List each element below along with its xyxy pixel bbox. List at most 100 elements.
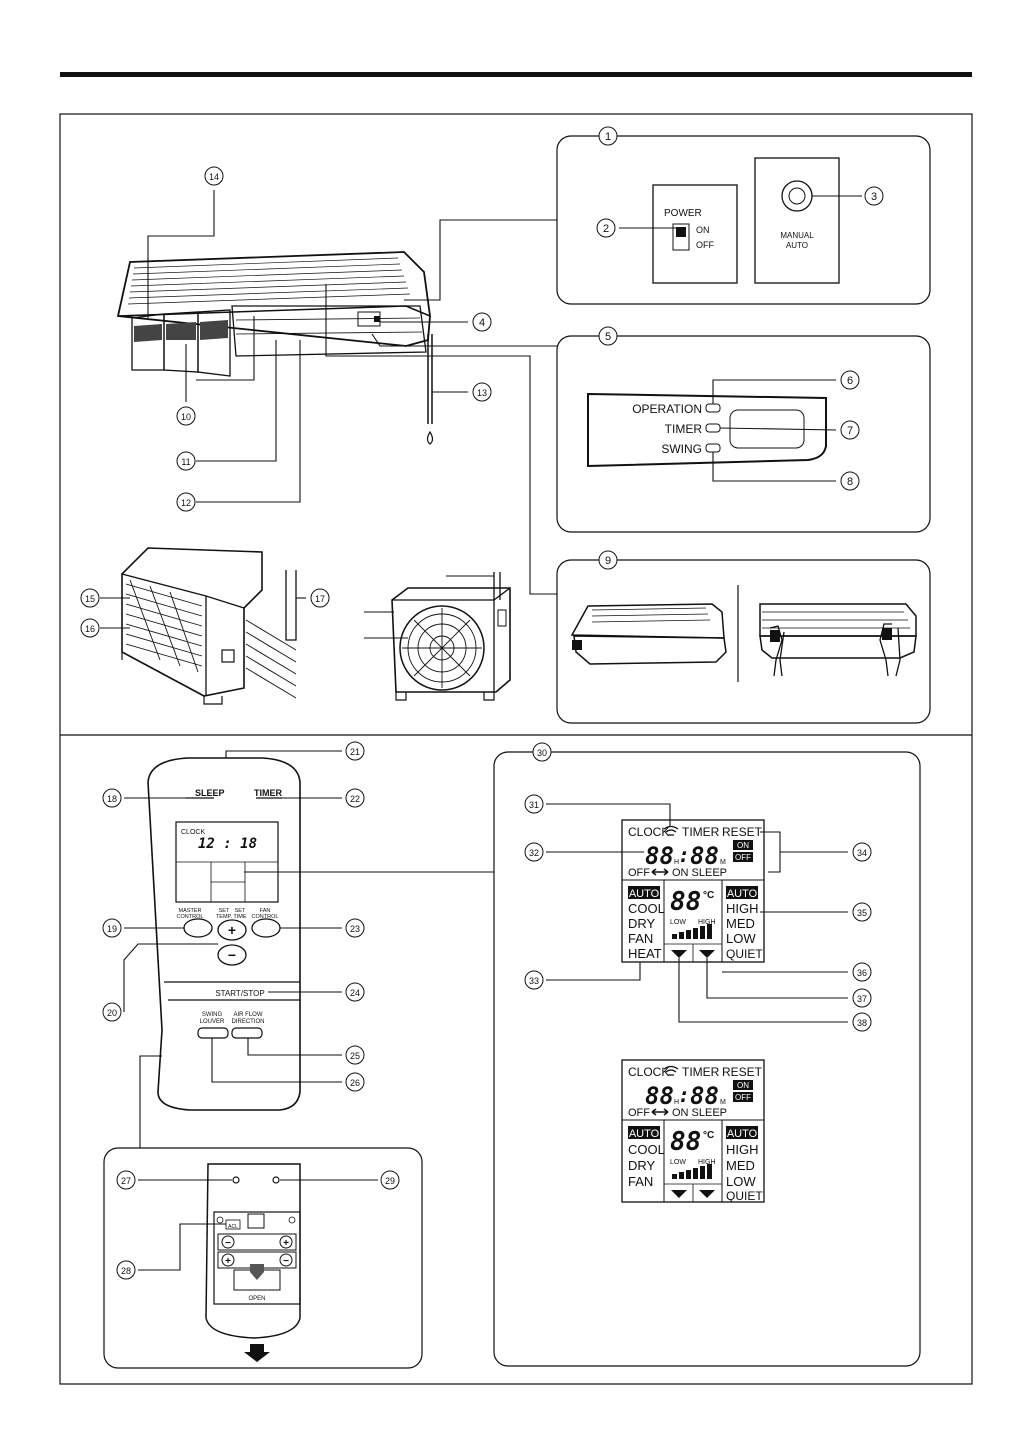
svg-text:CLOCK: CLOCK — [628, 1065, 669, 1079]
callout-24: 24 — [345, 982, 365, 1002]
svg-text:9: 9 — [605, 555, 611, 567]
callout-31: 31 — [524, 794, 544, 814]
svg-text:AUTO: AUTO — [629, 1128, 660, 1140]
svg-text:+: + — [283, 1238, 289, 1249]
svg-text:COOL: COOL — [628, 901, 665, 916]
svg-text:RESET: RESET — [722, 825, 763, 839]
svg-text:MED: MED — [726, 1158, 755, 1173]
svg-text:SLEEP: SLEEP — [195, 788, 225, 798]
svg-text:20: 20 — [107, 1008, 117, 1018]
svg-text:M: M — [720, 859, 726, 866]
svg-text:HIGH: HIGH — [726, 901, 759, 916]
callout-10: 10 — [176, 406, 196, 426]
svg-text:HIGH: HIGH — [726, 1142, 759, 1157]
master-control-button[interactable] — [183, 918, 213, 938]
svg-text:SWING: SWING — [202, 1012, 223, 1018]
svg-text:10: 10 — [181, 412, 191, 422]
drain-water-drop-icon — [426, 430, 434, 445]
callout-18: 18 — [102, 788, 122, 808]
svg-text:TIMER: TIMER — [254, 788, 282, 798]
svg-text:TIMER: TIMER — [682, 1065, 720, 1079]
swing-lamp-icon — [705, 443, 721, 453]
svg-text:7: 7 — [847, 425, 853, 437]
callout-3: 3 — [864, 186, 884, 206]
svg-text:5: 5 — [605, 331, 611, 343]
power-switch-panel: POWER ON OFF — [652, 184, 738, 284]
svg-text:°C: °C — [703, 1130, 714, 1141]
detail-box-remote-back — [103, 1147, 423, 1369]
svg-text:30: 30 — [537, 748, 547, 758]
svg-text:OFF: OFF — [696, 240, 714, 250]
detail-box-lcd — [493, 751, 921, 1367]
svg-text:DIRECTION: DIRECTION — [232, 1019, 265, 1025]
svg-text:88: 88 — [670, 1127, 701, 1157]
svg-text:38: 38 — [857, 1018, 867, 1028]
svg-text:H: H — [674, 1099, 679, 1106]
svg-text:ON SLEEP: ON SLEEP — [672, 867, 727, 879]
down-triangle-icon — [699, 1190, 715, 1198]
svg-text::: : — [678, 1083, 690, 1107]
svg-text:25: 25 — [350, 1051, 360, 1061]
callout-23: 23 — [345, 918, 365, 938]
callout-1: 1 — [598, 126, 618, 146]
svg-text:LOW: LOW — [726, 1174, 756, 1189]
svg-text:33: 33 — [529, 976, 539, 986]
callout-6: 6 — [840, 370, 860, 390]
callout-34: 34 — [852, 842, 872, 862]
svg-text:CLOCK: CLOCK — [181, 829, 205, 836]
svg-text:31: 31 — [529, 800, 539, 810]
callout-21: 21 — [345, 741, 365, 761]
svg-text:26: 26 — [350, 1078, 360, 1088]
svg-text:OFF: OFF — [735, 1093, 751, 1102]
operation-lamp-icon — [705, 403, 721, 413]
detail-box-switches — [556, 135, 931, 305]
svg-text:29: 29 — [385, 1176, 395, 1186]
callout-8: 8 — [840, 471, 860, 491]
svg-text:1: 1 — [605, 131, 611, 143]
callout-markers: 1 2 3 4 5 6 7 8 9 10 11 12 13 14 15 16 1… — [80, 126, 884, 1280]
callout-35: 35 — [852, 902, 872, 922]
svg-text:RESET: RESET — [722, 1065, 763, 1079]
callout-9: 9 — [598, 550, 618, 570]
svg-text:AUTO: AUTO — [727, 1128, 758, 1140]
double-arrow-icon — [651, 868, 669, 876]
svg-text:8: 8 — [847, 476, 853, 488]
outdoor-unit-illustration-rear — [121, 547, 297, 705]
callout-29: 29 — [380, 1170, 400, 1190]
air-flow-direction-button[interactable] — [231, 1027, 263, 1039]
svg-text:LOW: LOW — [670, 1159, 686, 1166]
fan-control-button[interactable] — [251, 918, 281, 938]
svg-text:HIGH: HIGH — [698, 919, 716, 926]
svg-text:AUTO: AUTO — [629, 888, 660, 900]
svg-text:LOW: LOW — [670, 919, 686, 926]
svg-text:HEAT: HEAT — [628, 946, 662, 961]
svg-text:ACL: ACL — [228, 1224, 238, 1230]
svg-text:°C: °C — [703, 890, 714, 901]
manual-auto-panel: MANUAL AUTO — [754, 157, 840, 284]
callout-13: 13 — [472, 382, 492, 402]
callout-19: 19 — [102, 918, 122, 938]
minus-button[interactable] — [217, 944, 247, 966]
svg-text:−: − — [225, 1238, 231, 1249]
svg-text:DRY: DRY — [628, 1158, 656, 1173]
svg-text:12 : 18: 12 : 18 — [198, 836, 257, 852]
callout-36: 36 — [852, 962, 872, 982]
svg-text:11: 11 — [181, 457, 190, 467]
svg-text:88: 88 — [670, 887, 701, 917]
callout-30: 30 — [532, 742, 552, 762]
svg-text:16: 16 — [85, 624, 95, 634]
swing-louver-button[interactable] — [197, 1027, 229, 1039]
plus-button[interactable] — [217, 919, 247, 941]
svg-text:6: 6 — [847, 375, 853, 387]
svg-text:37: 37 — [857, 994, 867, 1004]
down-triangle-icon — [671, 950, 687, 958]
remote-battery-compartment-illustration: ACL − + + − OPEN — [205, 1163, 301, 1362]
svg-text:12: 12 — [181, 498, 191, 508]
svg-text:OFF: OFF — [735, 853, 751, 862]
svg-text:FAN: FAN — [628, 931, 653, 946]
callout-16: 16 — [80, 618, 100, 638]
svg-text:CONTROL: CONTROL — [177, 914, 204, 920]
svg-text:LOW: LOW — [726, 931, 756, 946]
svg-text:CONTROL: CONTROL — [252, 914, 279, 920]
